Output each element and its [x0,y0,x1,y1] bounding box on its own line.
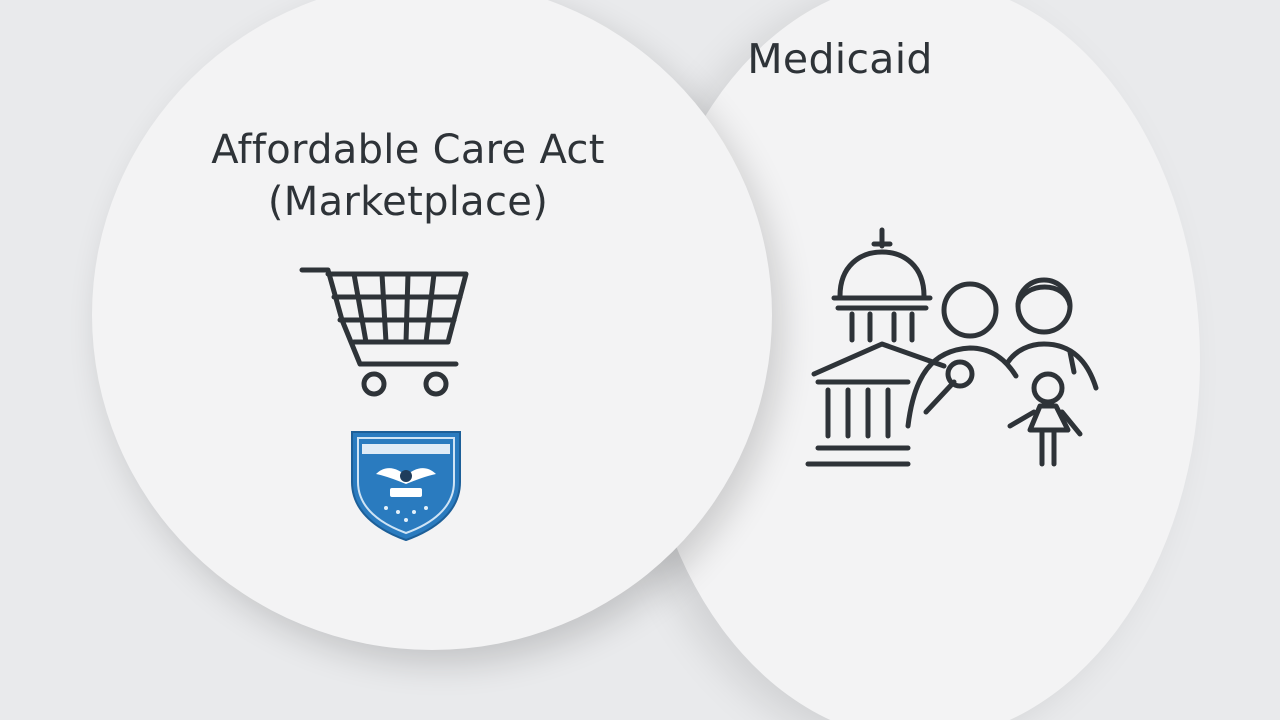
marketplace-circle [92,0,772,650]
marketplace-title-line1: Affordable Care Act [211,127,605,173]
family-icon [905,277,1099,467]
medicaid-title: Medicaid [747,35,933,83]
shopping-cart-icon [299,267,469,397]
marketplace-title: Affordable Care Act (Marketplace) [168,124,648,228]
capitol-building-icon [805,227,947,467]
shield-seal-icon [351,431,461,542]
medicaid-icon-group [805,227,1099,467]
marketplace-title-line2: (Marketplace) [267,179,549,225]
